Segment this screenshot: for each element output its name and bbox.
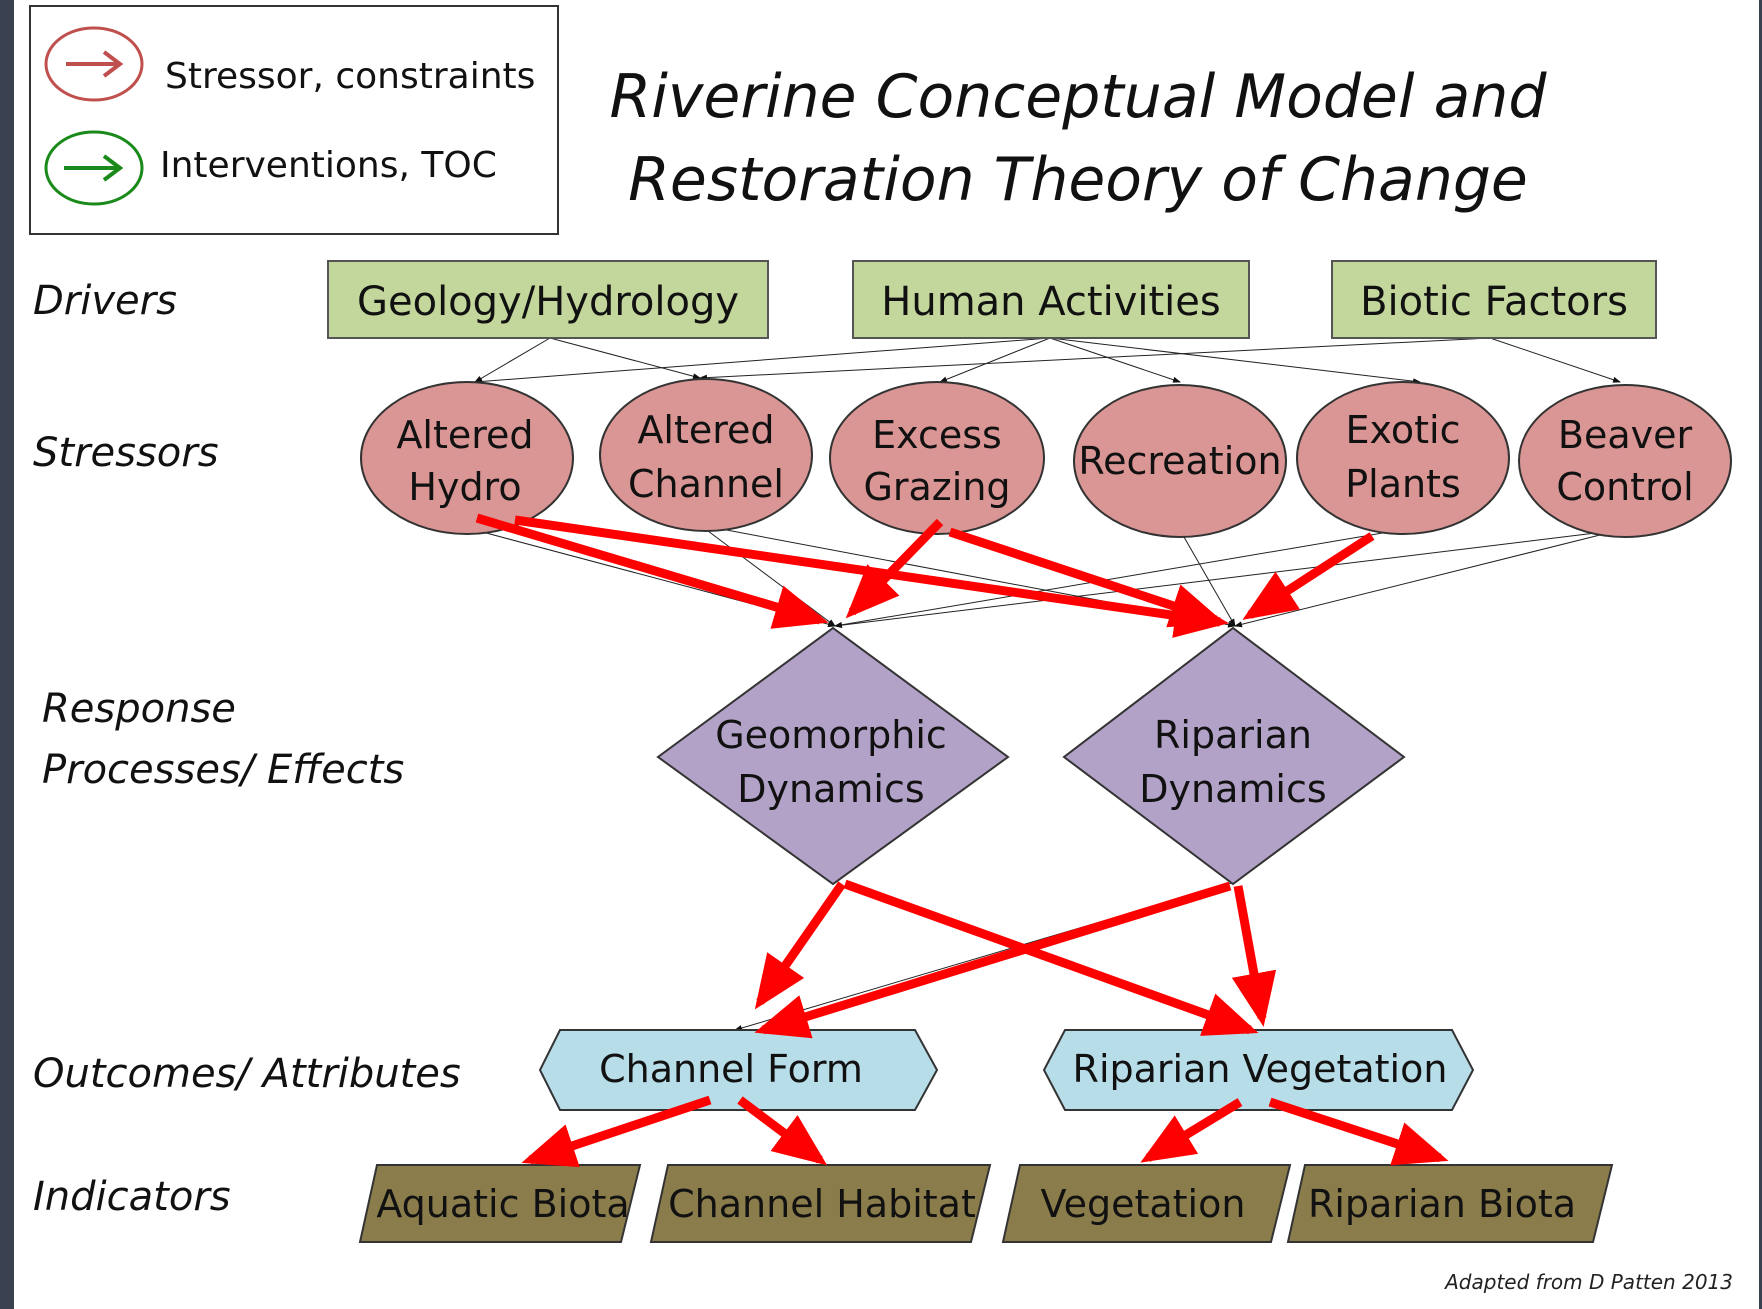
indicator-node: Aquatic Biota [358, 1164, 642, 1243]
arrow-riparian-to-riparian-veg [1231, 885, 1277, 1027]
arrow-riparian-to-channel-form [754, 881, 1232, 1039]
outcome-node: Riparian Vegetation [1042, 1029, 1475, 1111]
frame-right-border [1759, 0, 1762, 1309]
arrow-geomorphic-to-channel-form [754, 881, 846, 1010]
svg-text:Altered: Altered [637, 408, 774, 452]
outcomes-row: Channel Form Riparian Vegetation [538, 1029, 1475, 1111]
row-label-response-2: Processes/ Effects [42, 747, 404, 793]
arrow-riparian-veg-to-vegetation [1140, 1098, 1243, 1163]
svg-text:Hydro: Hydro [408, 465, 521, 509]
svg-text:Channel Form: Channel Form [599, 1047, 863, 1091]
row-label-outcomes: Outcomes/ Attributes [33, 1051, 461, 1097]
stressor-legend-icon [44, 26, 144, 102]
stressor-node: Altered Channel [599, 378, 813, 532]
driver-box: Geology/Hydrology [327, 260, 769, 339]
svg-text:Biotic Factors: Biotic Factors [1360, 279, 1628, 325]
svg-text:Human Activities: Human Activities [881, 279, 1220, 325]
svg-text:Plants: Plants [1345, 462, 1461, 506]
arrow-geomorphic-to-riparian-veg [843, 879, 1259, 1036]
row-label-drivers: Drivers [33, 278, 177, 324]
responses-row: Geomorphic Dynamics Riparian Dynamics [656, 626, 1406, 886]
svg-text:Control: Control [1556, 465, 1693, 509]
svg-text:Geology/Hydrology: Geology/Hydrology [357, 279, 739, 325]
svg-text:Exotic: Exotic [1346, 408, 1461, 452]
stressor-arrows [475, 513, 1449, 1168]
svg-text:Dynamics: Dynamics [737, 767, 924, 811]
response-node: Riparian Dynamics [1062, 626, 1406, 886]
stressor-node: Recreation [1073, 384, 1287, 538]
row-label-response-1: Response [42, 686, 236, 732]
svg-text:Channel Habitat: Channel Habitat [668, 1182, 976, 1226]
svg-text:Grazing: Grazing [863, 465, 1010, 509]
row-label-stressors: Stressors [33, 430, 219, 476]
arrow-channel-form-to-channel-habitat [737, 1096, 828, 1166]
credit-text: Adapted from D Patten 2013 [1443, 1270, 1733, 1294]
svg-text:Aquatic Biota: Aquatic Biota [376, 1182, 629, 1226]
stressor-node: Exotic Plants [1296, 381, 1510, 535]
svg-text:Riparian Biota: Riparian Biota [1308, 1182, 1576, 1226]
stressor-node: Beaver Control [1518, 384, 1732, 538]
row-label-indicators: Indicators [33, 1174, 231, 1220]
arrow-hydro-to-geomorphic [475, 513, 829, 629]
arrow-grazing-to-geomorphic [845, 518, 944, 619]
arrow-riparian-veg-to-riparian-biota [1268, 1097, 1449, 1166]
indicator-node: Riparian Biota [1286, 1164, 1614, 1243]
svg-text:Riparian: Riparian [1154, 713, 1312, 757]
driver-connectors [474, 337, 1621, 385]
legend-intervention-label: Interventions, TOC [160, 145, 497, 186]
indicator-node: Channel Habitat [649, 1164, 992, 1243]
driver-box: Human Activities [852, 260, 1250, 339]
arrow-hydro-to-riparian [514, 515, 1229, 638]
svg-text:Beaver: Beaver [1558, 413, 1693, 457]
frame-left-border [0, 0, 14, 1309]
svg-text:Recreation: Recreation [1078, 439, 1281, 483]
legend-stressor-label: Stressor, constraints [165, 56, 535, 97]
intervention-legend-icon [44, 130, 144, 206]
title-line-1: Riverine Conceptual Model and [610, 62, 1548, 132]
svg-text:Vegetation: Vegetation [1041, 1182, 1246, 1226]
title-line-2: Restoration Theory of Change [628, 145, 1528, 215]
outcome-node: Channel Form [538, 1029, 939, 1111]
response-node: Geomorphic Dynamics [656, 626, 1010, 886]
indicators-row: Aquatic Biota Channel Habitat Vegetation… [358, 1164, 1614, 1243]
stressors-row: Altered Hydro Altered Channel Excess Gra… [360, 378, 1732, 538]
arrow-exotic-to-riparian [1242, 532, 1375, 620]
indicator-node: Vegetation [1001, 1164, 1292, 1243]
svg-text:Excess: Excess [872, 413, 1002, 457]
svg-text:Riparian Vegetation: Riparian Vegetation [1073, 1047, 1448, 1091]
stressor-node: Altered Hydro [360, 381, 574, 535]
svg-text:Channel: Channel [628, 462, 784, 506]
arrow-channel-form-to-aquatic-biota [521, 1095, 712, 1168]
legend: Stressor, constraints Interventions, TOC [29, 5, 559, 235]
driver-box: Biotic Factors [1331, 260, 1657, 339]
svg-text:Geomorphic: Geomorphic [715, 713, 947, 757]
svg-text:Dynamics: Dynamics [1139, 767, 1326, 811]
stressor-node: Excess Grazing [829, 381, 1045, 535]
svg-text:Altered: Altered [396, 413, 533, 457]
arrow-grazing-to-riparian [948, 527, 1225, 628]
drivers-row: Geology/Hydrology Human Activities Bioti… [327, 260, 1657, 339]
